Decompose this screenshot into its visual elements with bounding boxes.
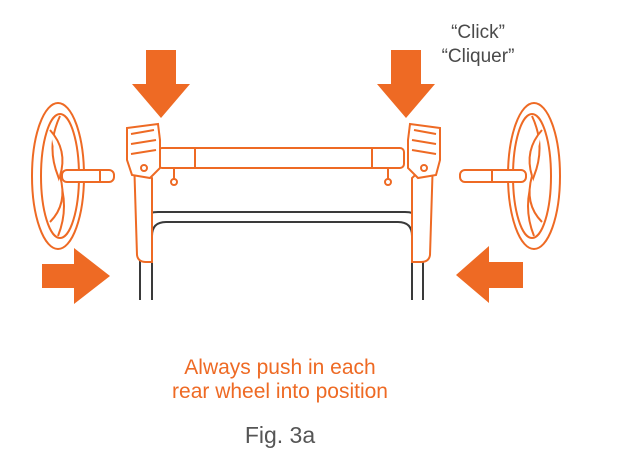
- arrow-left-icon: [456, 246, 523, 303]
- rear-axle-assembly: [126, 122, 441, 263]
- left-rear-wheel: [31, 102, 115, 250]
- arrow-right-icon: [42, 248, 110, 304]
- click-label-french: “Cliquer”: [441, 46, 515, 67]
- right-rear-wheel: [459, 102, 561, 250]
- arrow-down-left-icon: [132, 50, 190, 118]
- push-arrows: [42, 50, 523, 304]
- stroller-frame: [139, 211, 424, 300]
- click-label-english: “Click”: [451, 22, 505, 43]
- figure-caption: Fig. 3a: [244, 422, 316, 448]
- instruction-line-1: Always push in each: [184, 356, 376, 379]
- instruction-line-2: rear wheel into position: [172, 380, 388, 403]
- arrow-down-right-icon: [377, 50, 435, 118]
